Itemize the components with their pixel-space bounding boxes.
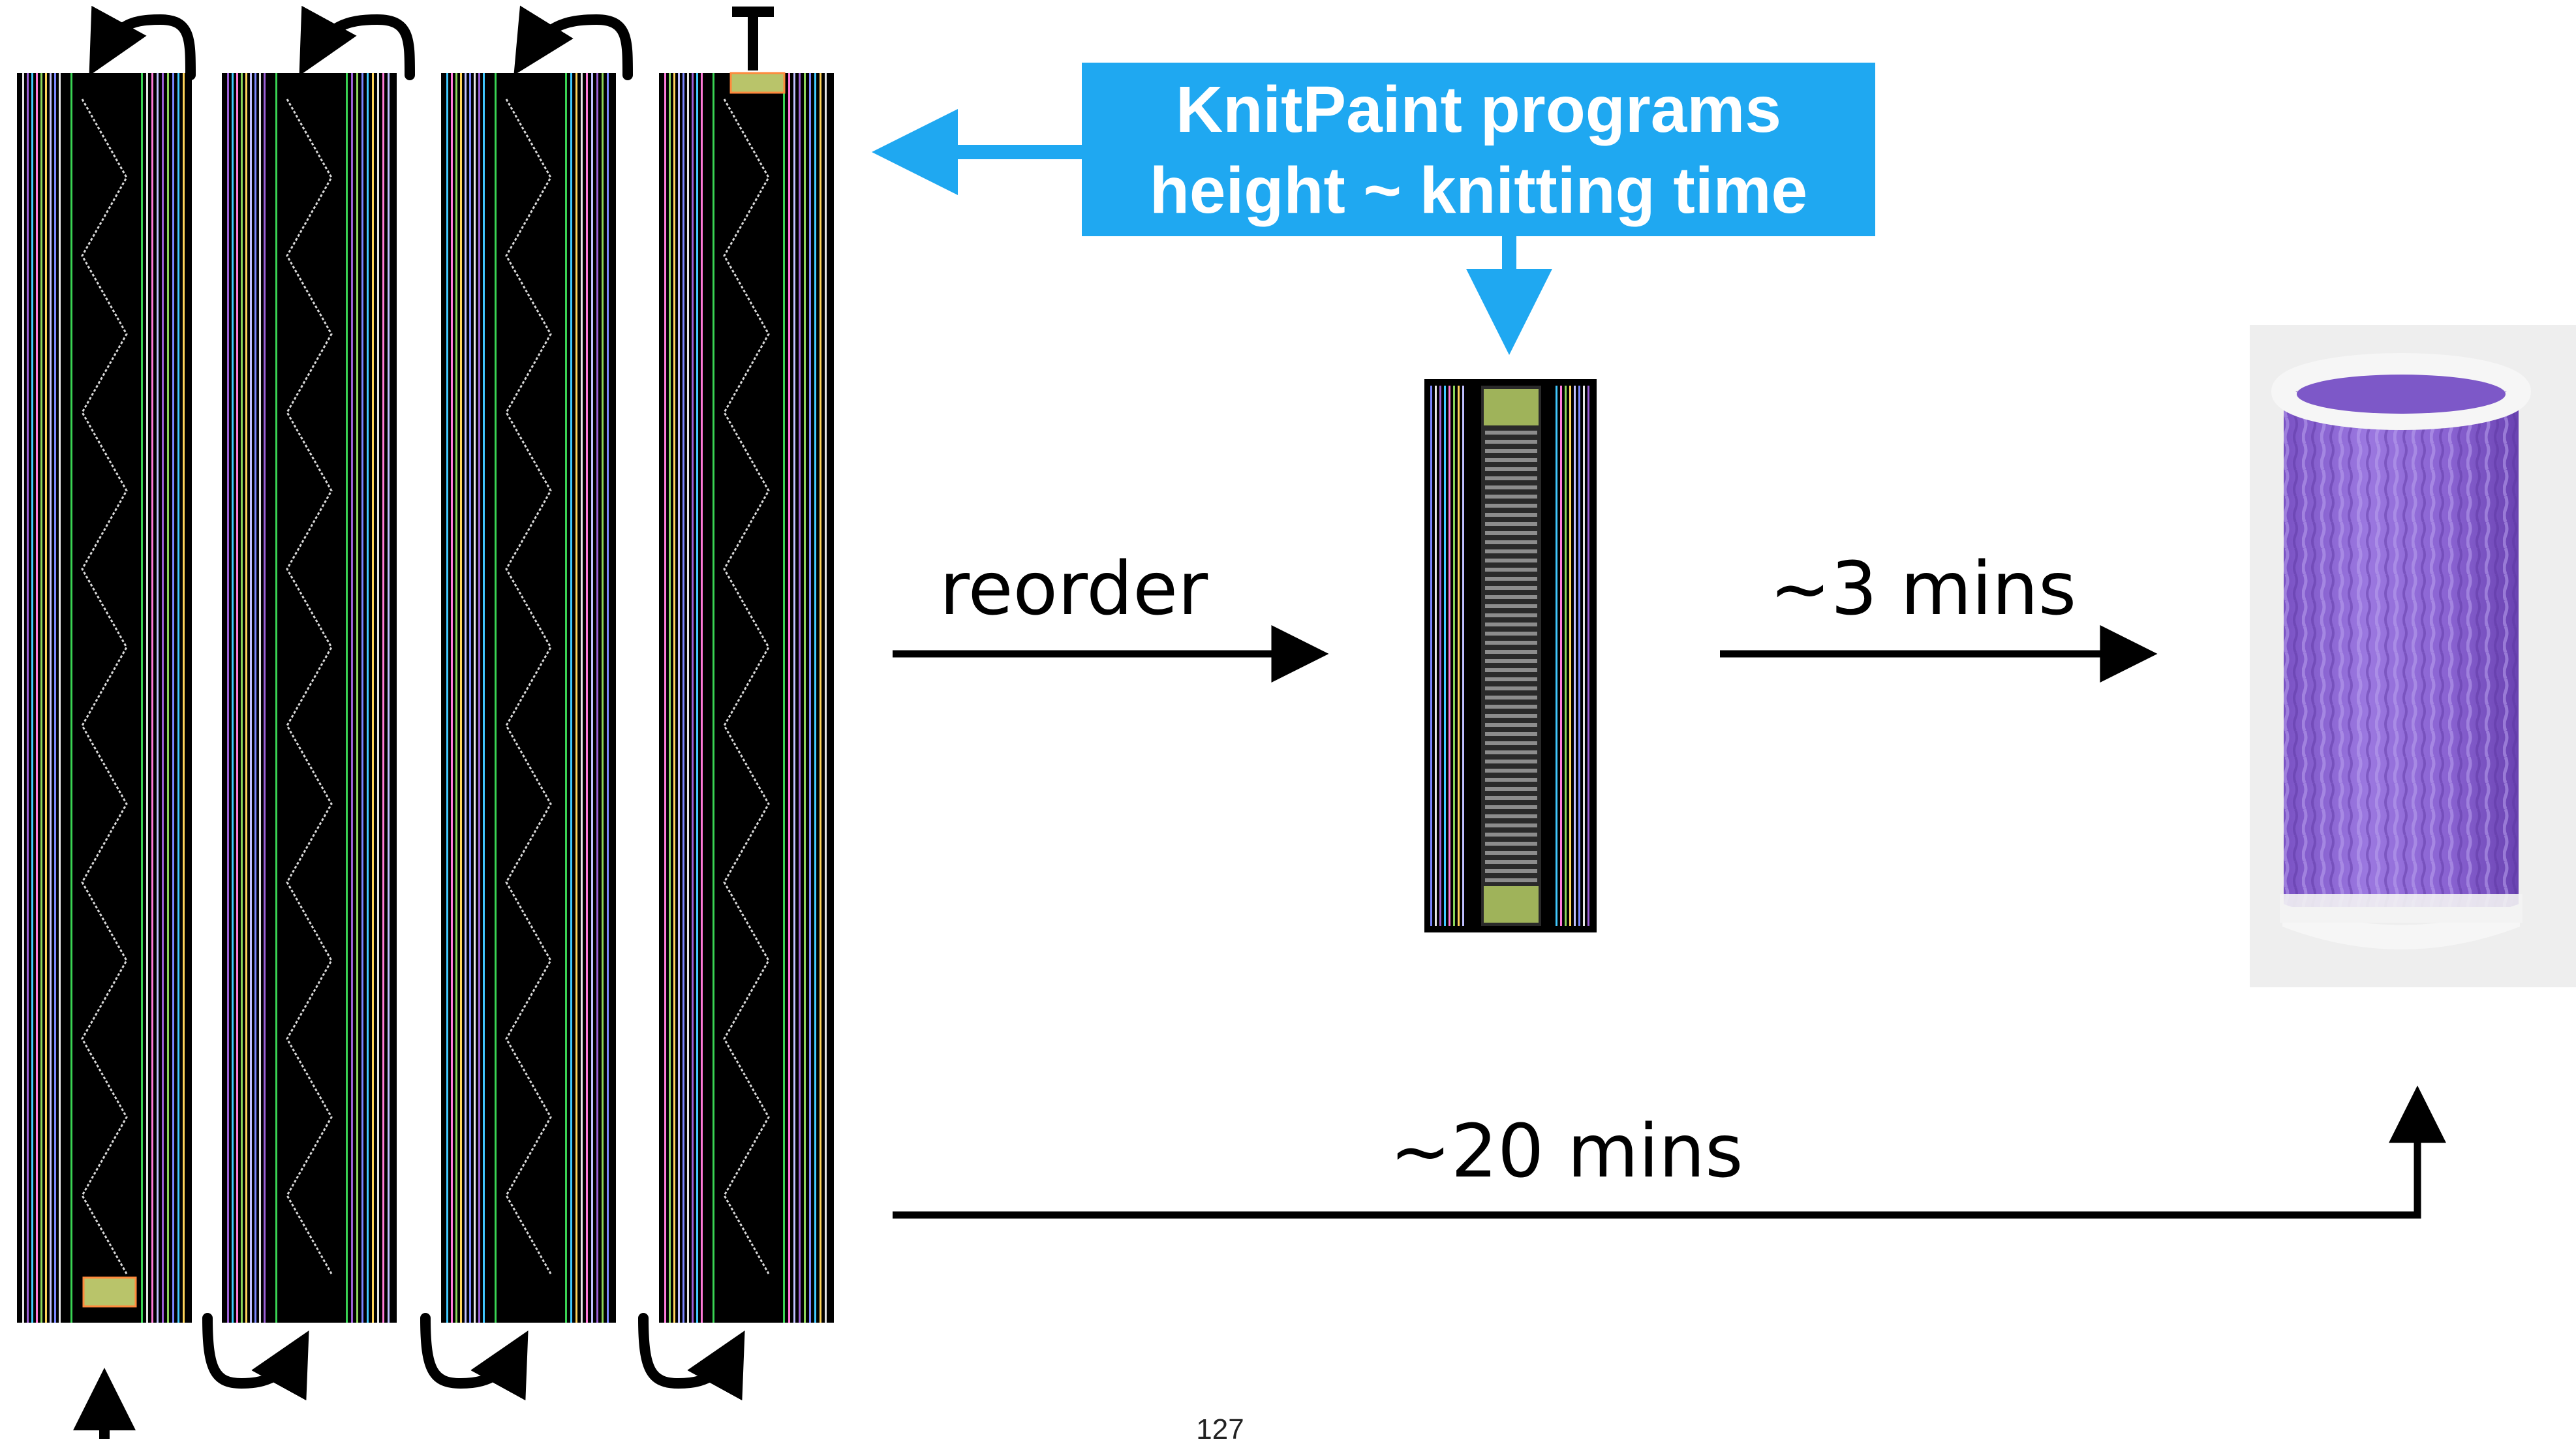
knitted-tube-photo bbox=[2250, 325, 2576, 987]
panel-connector-bottom-3 bbox=[638, 1313, 745, 1401]
panel-connector-top-2 bbox=[299, 5, 415, 80]
short-time-label: ~3 mins bbox=[1770, 547, 2077, 632]
panel-connector-top-1 bbox=[89, 5, 196, 80]
callout-line-1: KnitPaint programs bbox=[1176, 73, 1781, 146]
reordered-knitpaint-program bbox=[1424, 379, 1597, 932]
panel-connector-bottom-1 bbox=[202, 1313, 309, 1401]
panel-connector-top-3 bbox=[514, 5, 633, 80]
callout-line-2: height ~ knitting time bbox=[1149, 154, 1808, 227]
end-marker bbox=[732, 7, 774, 70]
long-time-label: ~20 mins bbox=[1390, 1109, 1743, 1194]
reorder-label: reorder bbox=[940, 547, 1208, 632]
long-time-arrow bbox=[893, 1085, 2446, 1219]
program-panel-4 bbox=[659, 72, 834, 1323]
program-panel-1 bbox=[17, 73, 192, 1323]
knitpaint-callout: KnitPaint programs height ~ knitting tim… bbox=[1082, 63, 1875, 236]
panel-order-arrows bbox=[89, 5, 745, 1401]
program-panel-3 bbox=[441, 73, 616, 1323]
program-panel-2 bbox=[222, 73, 397, 1323]
long-knitpaint-programs bbox=[17, 72, 834, 1323]
page-number: 127 bbox=[1196, 1413, 1244, 1445]
panel-connector-bottom-2 bbox=[420, 1313, 529, 1401]
